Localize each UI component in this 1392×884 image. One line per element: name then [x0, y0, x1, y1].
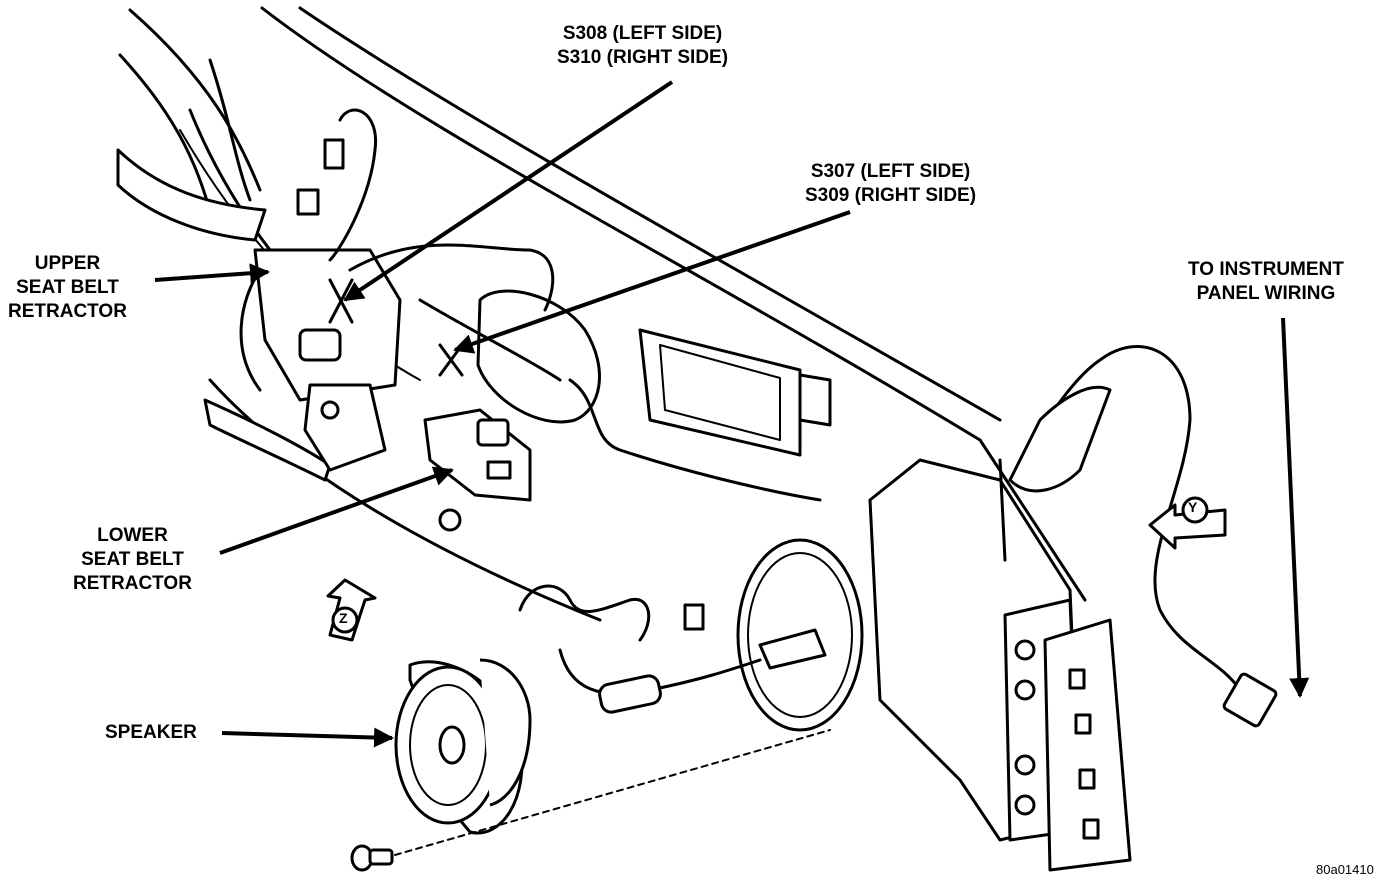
figure-id: 80a01410	[1316, 862, 1374, 877]
label-upper-seat-belt-retractor: UPPER SEAT BELT RETRACTOR	[8, 253, 127, 322]
label-s308-s310: S308 (LEFT SIDE) S310 (RIGHT SIDE)	[557, 22, 728, 70]
seat-belt-webbing	[116, 148, 332, 482]
label-s307-s309: S307 (LEFT SIDE) S309 (RIGHT SIDE)	[805, 160, 976, 208]
label-s310: S310 (RIGHT SIDE)	[557, 47, 729, 68]
label-to-instrument-panel-wiring: TO INSTRUMENT PANEL WIRING	[1188, 259, 1344, 304]
label-view-y: Y	[1188, 499, 1198, 515]
lower-seat-belt-retractor	[423, 408, 532, 532]
label-speaker: SPEAKER	[105, 722, 197, 743]
label-s308: S308 (LEFT SIDE)	[562, 23, 723, 44]
wiring-harness	[239, 108, 1278, 728]
view-y-arrow	[1148, 496, 1227, 550]
trim-panel	[476, 289, 832, 457]
label-s309: S309 (RIGHT SIDE)	[805, 185, 977, 206]
speaker-screw	[350, 729, 831, 872]
leader-lines	[154, 80, 1310, 748]
label-s307: S307 (LEFT SIDE)	[810, 161, 971, 182]
label-view-z: Z	[339, 610, 348, 626]
view-z-arrow	[326, 578, 377, 642]
speaker-enclosure	[683, 458, 1132, 872]
speaker	[394, 658, 532, 835]
splice-marks	[328, 278, 464, 377]
label-lower-seat-belt-retractor: LOWER SEAT BELT RETRACTOR	[73, 525, 192, 594]
